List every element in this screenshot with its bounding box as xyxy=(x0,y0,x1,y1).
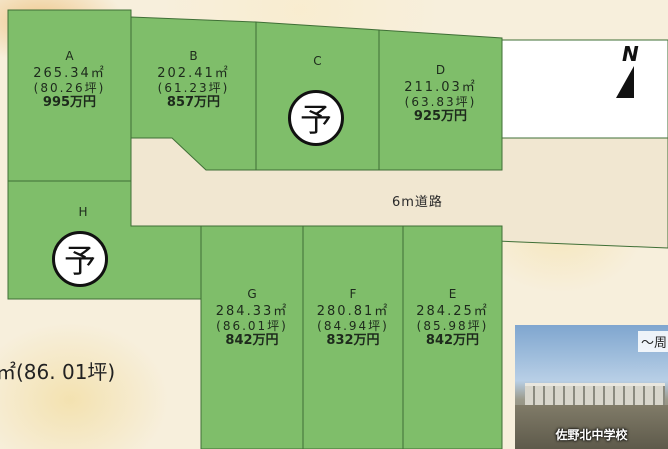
lot-e-price: 842万円 xyxy=(425,332,480,348)
lot-d-label: D 211.03㎡ (63.83坪) 925万円 xyxy=(379,63,502,124)
lot-b-name: B xyxy=(189,49,198,63)
lot-h-name: H xyxy=(78,205,88,219)
lot-a-price: 995万円 xyxy=(42,94,97,110)
lot-g-tsubo: (86.01坪) xyxy=(216,318,288,333)
lot-c-reserved-mark: 予 xyxy=(288,90,344,146)
lot-h-label: H xyxy=(8,205,158,223)
side-area-text: ㎡(86. 01坪) xyxy=(0,360,116,384)
lot-f xyxy=(302,225,404,449)
lot-f-tsubo: (84.94坪) xyxy=(317,318,389,333)
road-label: 6m道路 xyxy=(392,195,443,210)
lot-c-label: C xyxy=(256,54,379,72)
lot-d-area: 211.03㎡ xyxy=(404,79,477,95)
lot-g-price: 842万円 xyxy=(225,332,279,348)
north-arrow-icon xyxy=(616,66,634,98)
lot-d xyxy=(378,29,503,171)
lot-h-reserved-mark: 予 xyxy=(52,231,108,287)
lot-e-tsubo: (85.98坪) xyxy=(416,318,489,333)
lot-d-name: D xyxy=(435,63,446,77)
lot-d-price: 925万円 xyxy=(413,108,468,124)
north-label: N xyxy=(622,42,639,66)
school-photo: ～周 佐野北中学校 xyxy=(515,325,668,449)
school-tag: ～周 xyxy=(637,331,668,352)
lot-a-tsubo: (80.26坪) xyxy=(33,80,106,95)
lot-g-area: 284.33㎡ xyxy=(215,303,289,319)
lot-f-area: 280.81㎡ xyxy=(316,303,390,319)
lot-b-area: 202.41㎡ xyxy=(157,65,230,81)
school-caption: 佐野北中学校 xyxy=(555,428,628,442)
school-building xyxy=(525,383,665,406)
lot-g-label: G 284.33㎡ (86.01坪) 842万円 xyxy=(201,287,303,348)
lot-g-name: G xyxy=(247,287,257,301)
lot-b-tsubo: (61.23坪) xyxy=(157,80,230,95)
lot-f-name: F xyxy=(349,287,357,301)
lot-e-label: E 284.25㎡ (85.98坪) 842万円 xyxy=(403,287,502,348)
lot-d-tsubo: (63.83坪) xyxy=(404,94,477,109)
lot-e xyxy=(402,225,503,449)
lot-f-price: 832万円 xyxy=(326,332,380,348)
lot-b-label: B 202.41㎡ (61.23坪) 857万円 xyxy=(131,49,256,110)
north-arrow: N xyxy=(612,42,642,102)
lot-e-area: 284.25㎡ xyxy=(416,303,489,319)
lot-a-name: A xyxy=(65,49,74,63)
lot-g xyxy=(200,225,304,449)
lot-a-label: A 265.34㎡ (80.26坪) 995万円 xyxy=(8,49,131,110)
lot-e-name: E xyxy=(448,287,457,301)
lot-a-area: 265.34㎡ xyxy=(33,65,106,81)
lot-c-name: C xyxy=(313,54,322,68)
school-ground xyxy=(515,405,668,449)
lot-b-price: 857万円 xyxy=(166,94,221,110)
lot-f-label: F 280.81㎡ (84.94坪) 832万円 xyxy=(303,287,403,348)
